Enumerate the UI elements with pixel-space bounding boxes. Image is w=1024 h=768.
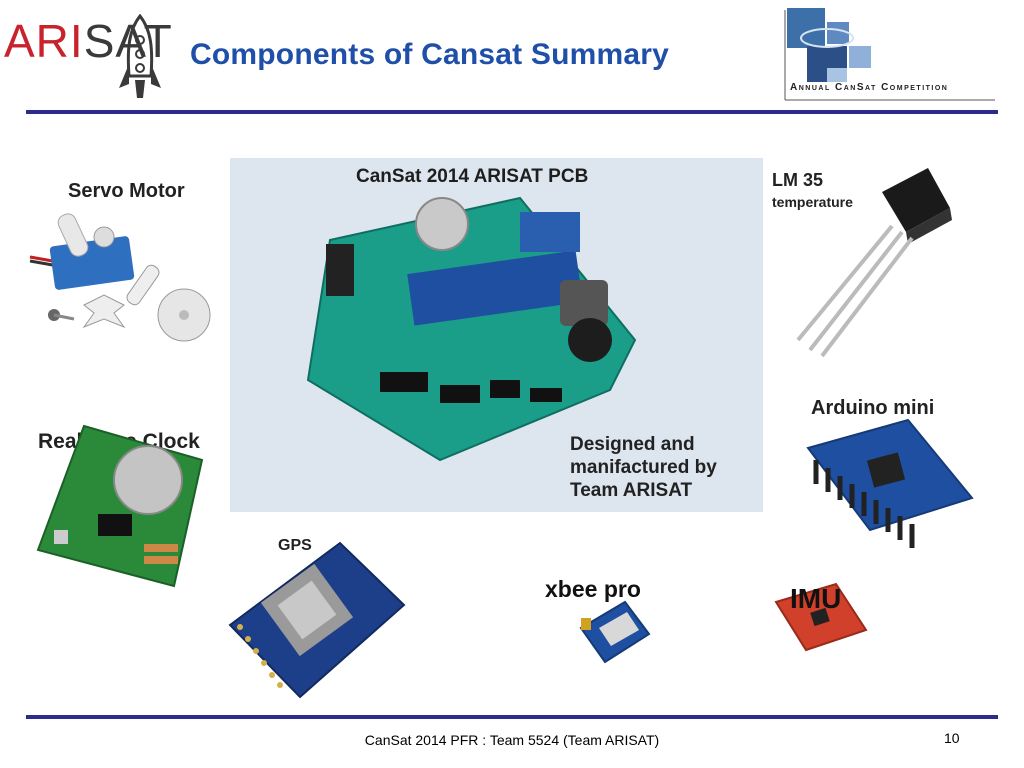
footer-text: CanSat 2014 PFR : Team 5524 (Team ARISAT…	[364, 732, 660, 748]
pcb-title: CanSat 2014 ARISAT PCB	[356, 166, 589, 187]
xbee-module-image	[579, 600, 651, 664]
arduino-mini-image	[806, 418, 974, 548]
gps-label: GPS	[278, 537, 312, 554]
rtc-module-image	[36, 424, 204, 588]
gps-module-image	[228, 541, 406, 699]
lm35-sublabel: temperature	[772, 194, 853, 210]
logo-text-ari: ARI	[4, 15, 84, 67]
arduino-label: Arduino mini	[811, 397, 935, 419]
xbee-label: xbee pro	[545, 576, 641, 602]
pcb-board-image	[306, 196, 637, 462]
header-divider	[26, 110, 998, 114]
pcb-note-line-3: Team ARISAT	[570, 480, 693, 501]
arisat-logo: ARISAT	[4, 14, 173, 68]
servo-label: Servo Motor	[68, 180, 185, 202]
competition-logo-text: Annual CanSat Competition	[790, 82, 949, 93]
page-title: Components of Cansat Summary	[190, 38, 670, 71]
footer-divider	[26, 715, 998, 719]
pcb-note-line-2: manifactured by	[570, 457, 717, 478]
pcb-note-line-1: Designed and	[570, 434, 695, 455]
cansat-competition-logo	[784, 8, 995, 101]
lm35-label: LM 35	[772, 170, 824, 190]
imu-module-image	[774, 582, 868, 652]
servo-motor-image	[29, 213, 211, 342]
lm35-sensor-image	[796, 168, 952, 358]
rocket-logo-icon	[119, 14, 161, 98]
imu-label: IMU	[790, 583, 842, 614]
pcb-note: Designed and manifactured by Team ARISAT	[570, 433, 717, 502]
page-number: 10	[944, 730, 960, 746]
